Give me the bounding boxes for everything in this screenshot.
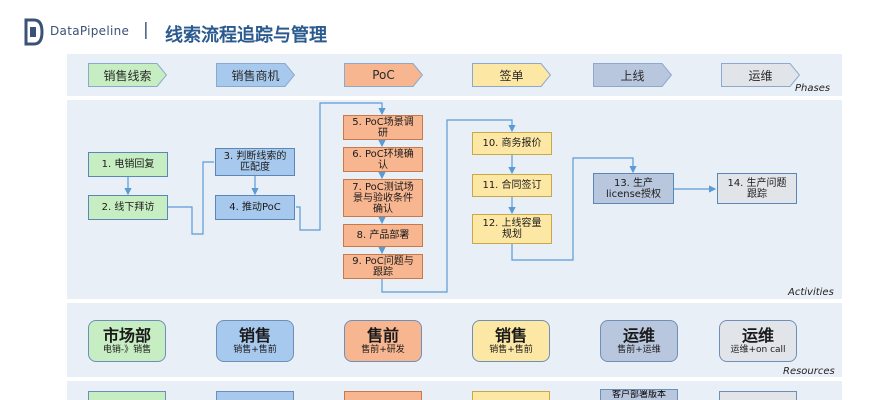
activity-2-offline-visit: 2. 线下拜访 bbox=[88, 195, 168, 220]
bottom-box-3 bbox=[344, 391, 422, 400]
phase-label: 签单 bbox=[499, 68, 524, 83]
resource-main-label: 运维 bbox=[741, 326, 774, 345]
resource-main-label: 运维 bbox=[622, 326, 655, 345]
resource-sub-label: 运维+on call bbox=[730, 345, 786, 355]
header-separator: | bbox=[143, 20, 149, 40]
connector-12-13 bbox=[511, 157, 637, 261]
connector-2-3 bbox=[168, 161, 214, 235]
resource-ops-oncall: 运维 运维+on call bbox=[719, 320, 797, 362]
resource-main-label: 销售 bbox=[494, 326, 527, 345]
bottom-box-5: 客户部署版本 bbox=[600, 389, 678, 400]
phase-go-live: 上线 bbox=[593, 63, 672, 87]
activity-12-capacity-planning: 12. 上线容量规划 bbox=[472, 214, 552, 244]
resource-sales-contract: 销售 销售+售前 bbox=[472, 320, 550, 362]
phases-band-label: Phases bbox=[795, 83, 831, 94]
activity-4-drive-poc: 4. 推动PoC bbox=[215, 195, 295, 220]
phase-poc: PoC bbox=[344, 63, 423, 87]
resource-sub-label: 销售+售前 bbox=[489, 345, 533, 355]
resources-band-label: Resources bbox=[783, 366, 835, 377]
resource-main-label: 市场部 bbox=[102, 326, 151, 345]
resource-sub-label: 销售+售前 bbox=[233, 345, 277, 355]
resource-main-label: 销售 bbox=[238, 326, 271, 345]
activity-7-poc-test-acceptance: 7. PoC测试场景与验收条件确认 bbox=[343, 179, 423, 217]
activity-13-production-license: 13. 生产license授权 bbox=[593, 173, 674, 204]
activities-band bbox=[67, 100, 842, 299]
resource-presales: 售前 售前+研发 bbox=[344, 320, 422, 362]
phase-sales-lead: 销售线索 bbox=[88, 63, 167, 87]
phase-operations: 运维 bbox=[721, 63, 800, 87]
resource-main-label: 售前 bbox=[366, 326, 399, 345]
phase-label: 销售线索 bbox=[103, 68, 152, 83]
resource-marketing: 市场部 电销-》销售 bbox=[88, 320, 166, 362]
phase-label: 运维 bbox=[748, 68, 773, 83]
page-title: 线索流程追踪与管理 bbox=[165, 25, 327, 46]
activity-9-poc-issue-tracking: 9. PoC问题与跟踪 bbox=[343, 254, 423, 279]
activity-5-poc-scenario-research: 5. PoC场景调研 bbox=[343, 115, 423, 140]
phase-label: 销售商机 bbox=[231, 68, 280, 83]
connector-9-10 bbox=[381, 119, 516, 293]
resources-band bbox=[67, 303, 842, 377]
bottom-box-1 bbox=[88, 391, 166, 400]
resource-sales: 销售 销售+售前 bbox=[216, 320, 294, 362]
resource-sub-label: 售前+研发 bbox=[361, 345, 405, 355]
bottom-box-5-label: 客户部署版本 bbox=[611, 390, 666, 400]
bottom-box-2 bbox=[216, 391, 294, 400]
phase-label: 上线 bbox=[620, 68, 645, 83]
activity-1-telemarketing-reply: 1. 电销回复 bbox=[88, 152, 168, 177]
activities-band-label: Activities bbox=[788, 287, 834, 298]
bottom-box-6 bbox=[719, 391, 797, 400]
activity-8-product-deploy: 8. 产品部署 bbox=[343, 224, 423, 247]
activity-11-contract-signing: 11. 合同签订 bbox=[472, 174, 552, 197]
activity-3-assess-lead-fit: 3. 判断线索的匹配度 bbox=[215, 148, 295, 176]
resource-sub-label: 售前+运维 bbox=[617, 345, 661, 355]
phase-contract: 签单 bbox=[472, 63, 551, 87]
phases-band bbox=[67, 54, 842, 96]
brand-name: DataPipeline bbox=[50, 24, 130, 38]
phase-label: PoC bbox=[372, 68, 395, 82]
activity-14-production-issue-tracking: 14. 生产问题跟踪 bbox=[717, 173, 797, 204]
resource-ops-golive: 运维 售前+运维 bbox=[600, 320, 678, 362]
bottom-box-4 bbox=[472, 391, 550, 400]
connector-4-5 bbox=[296, 102, 386, 231]
activity-6-poc-env-confirm: 6. PoC环境确认 bbox=[343, 147, 423, 172]
phase-sales-opportunity: 销售商机 bbox=[216, 63, 295, 87]
datapipeline-logo-icon bbox=[24, 18, 44, 46]
activity-10-business-quote: 10. 商务报价 bbox=[472, 132, 552, 155]
resource-sub-label: 电销-》销售 bbox=[102, 345, 152, 355]
